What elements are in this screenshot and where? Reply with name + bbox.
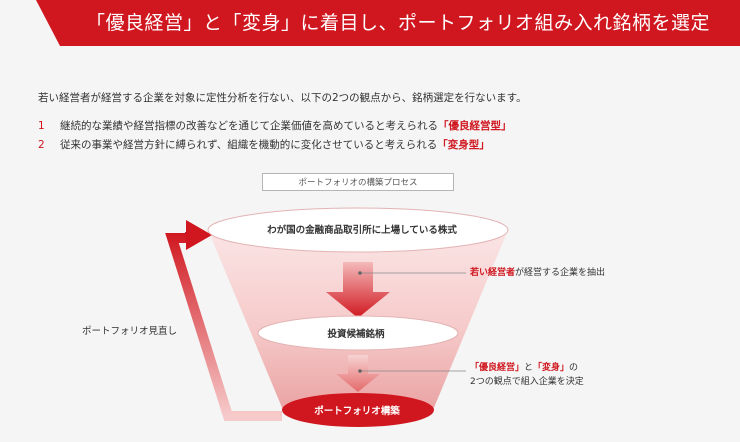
stage-ellipse-listed-stocks <box>207 207 509 253</box>
stage-label-portfolio: ポートフォリオ構築 <box>314 406 400 417</box>
point-number: 1 <box>38 120 45 132</box>
stage-label-candidates: 投資候補銘柄 <box>327 329 385 340</box>
funnel-arrow-2 <box>336 355 380 392</box>
selection-point-2: 2 従来の事業や経営方針に縛られず、組織を機動的に変化させていると考えられる「変身… <box>38 137 490 152</box>
note-highlight-1: 「優良経営」 <box>470 363 525 373</box>
note-selection: 「優良経営」と「変身」の 2つの観点で組入企業を決定 <box>470 361 584 389</box>
intro-text: 若い経営者が経営する企業を対象に定性分析を行ない、以下の2つの観点から、銘柄選定… <box>38 92 527 104</box>
header-bar <box>36 0 740 46</box>
point-highlight: 「変身型」 <box>437 139 490 151</box>
note1-leader-dot <box>358 271 362 275</box>
note2-leader-dot <box>358 369 362 373</box>
point-number: 2 <box>38 139 45 151</box>
funnel-arrow-1 <box>326 262 390 318</box>
review-label: ポートフォリオ見直し <box>82 326 178 337</box>
page-title: 「優良経営」と「変身」に着目し、ポートフォリオ組み入れ銘柄を選定 <box>85 12 710 34</box>
note-mid: と <box>524 363 534 373</box>
point-highlight: 「優良経営型」 <box>438 120 512 132</box>
note-tail: の <box>569 363 579 373</box>
note-highlight: 若い経営者 <box>470 268 516 278</box>
stage-label-listed-stocks: わが国の金融商品取引所に上場している株式 <box>267 225 457 236</box>
note-highlight-2: 「変身」 <box>533 363 570 373</box>
note-extraction: 若い経営者が経営する企業を抽出 <box>470 265 605 278</box>
stage-ellipse-candidates <box>257 315 459 351</box>
point-text: 継続的な業績や経営指標の改善などを通じて企業価値を高めていると考えられる <box>60 120 438 132</box>
point-text: 従来の事業や経営方針に縛られず、組織を機動的に変化させていると考えられる <box>60 139 438 151</box>
stage-ellipse-portfolio <box>282 393 434 427</box>
note-text: が経営する企業を抽出 <box>515 268 606 278</box>
selection-point-1: 1 継続的な業績や経営指標の改善などを通じて企業価値を高めていると考えられる「優良… <box>38 118 512 133</box>
review-loop-arrowhead <box>186 220 212 250</box>
note-line2: 2つの観点で組入企業を決定 <box>470 377 584 387</box>
process-label: ポートフォリオの構築プロセス <box>262 173 454 191</box>
